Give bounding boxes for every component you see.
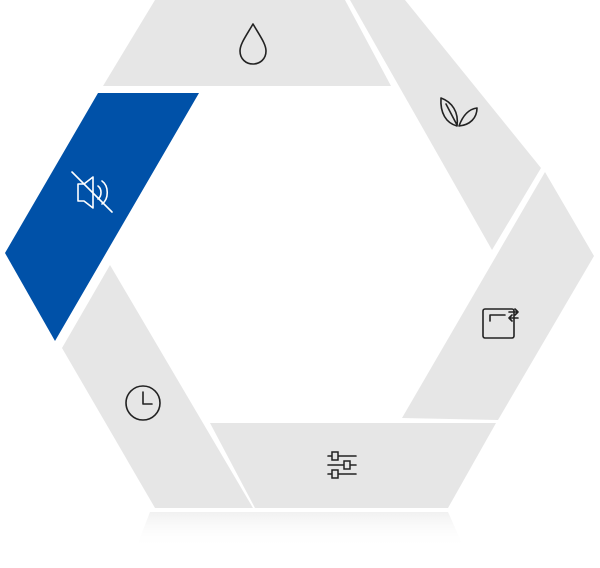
segment-water[interactable] bbox=[103, 0, 391, 86]
segment-timer[interactable] bbox=[62, 265, 253, 508]
segment-eco-bg bbox=[350, 0, 541, 250]
clock-icon bbox=[125, 385, 161, 421]
water-drop-icon bbox=[239, 23, 267, 65]
segment-eco[interactable] bbox=[350, 0, 541, 250]
segment-settings[interactable] bbox=[210, 423, 496, 508]
segment-timer-bg bbox=[62, 265, 253, 508]
speaker-muted-icon bbox=[71, 171, 113, 213]
sliders-icon bbox=[327, 451, 357, 479]
segment-water-bg bbox=[103, 0, 391, 86]
leaves-icon bbox=[440, 97, 478, 127]
segment-mute[interactable] bbox=[5, 93, 199, 341]
wheel-reflection bbox=[136, 512, 464, 548]
segment-rinse[interactable] bbox=[402, 172, 594, 420]
segment-rinse-bg bbox=[402, 172, 594, 420]
segment-mute-bg bbox=[5, 93, 199, 341]
hose-faucet-icon bbox=[482, 308, 519, 339]
